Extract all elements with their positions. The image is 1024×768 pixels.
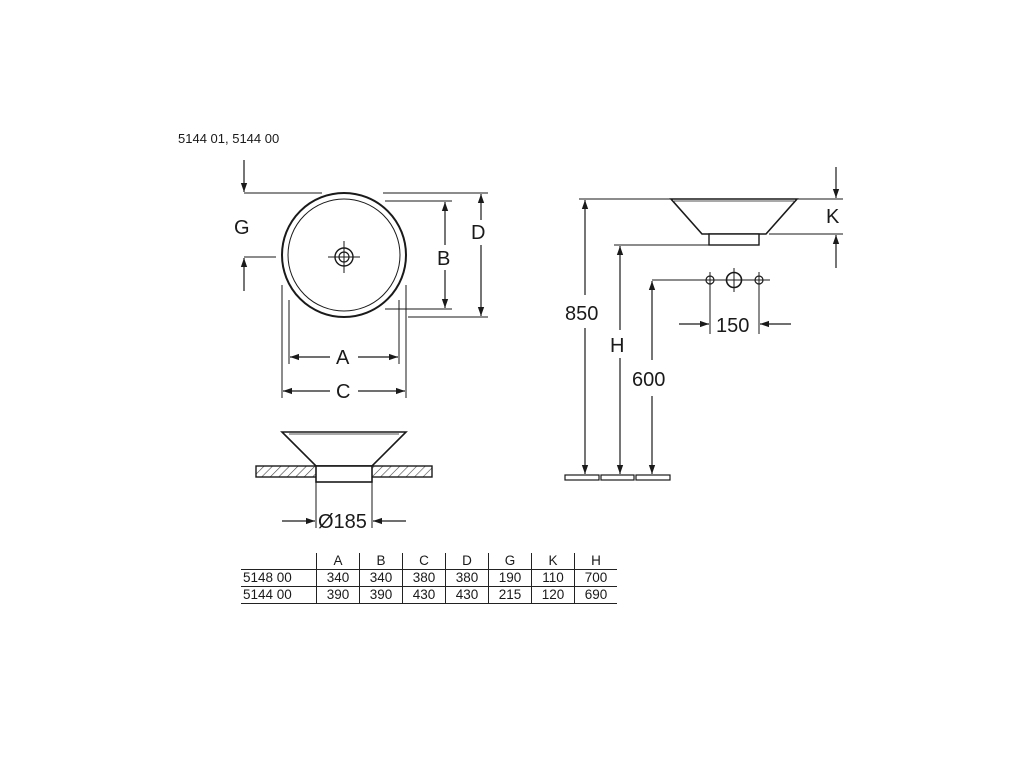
table-header-row: A B C D G K H xyxy=(241,553,617,570)
table-header-cell: G xyxy=(488,553,532,570)
label-g: G xyxy=(234,217,250,239)
side-bowl xyxy=(669,198,799,235)
label-d: D xyxy=(471,222,485,244)
basin-outer-rim xyxy=(281,192,407,318)
side-foot xyxy=(708,233,760,246)
table-row: 5148 00 340 340 380 380 190 110 700 xyxy=(241,569,617,587)
table-cell: 690 xyxy=(574,586,617,604)
drain-foot xyxy=(315,465,373,483)
table-model-cell: 5148 00 xyxy=(241,569,317,587)
table-cell: 340 xyxy=(316,569,360,587)
table-header-cell: D xyxy=(445,553,489,570)
label-150: 150 xyxy=(716,315,749,337)
table-header-cell: A xyxy=(316,553,360,570)
table-cell: 215 xyxy=(488,586,532,604)
table-cell: 700 xyxy=(574,569,617,587)
table-cell: 430 xyxy=(402,586,446,604)
model-codes-heading: 5144 01, 5144 00 xyxy=(178,131,279,146)
table-row: 5144 00 390 390 430 430 215 120 690 xyxy=(241,586,617,604)
label-k: K xyxy=(826,206,840,228)
label-h: H xyxy=(610,335,624,357)
label-850: 850 xyxy=(565,303,598,325)
basin-inner-rim xyxy=(287,198,401,312)
section-view xyxy=(255,431,433,528)
table-cell: 380 xyxy=(445,569,489,587)
table-cell: 340 xyxy=(359,569,403,587)
side-view xyxy=(564,167,843,481)
table-cell: 190 xyxy=(488,569,532,587)
dimensions-table: A B C D G K H 5148 00 340 340 380 380 19… xyxy=(241,553,617,604)
table-cell: 430 xyxy=(445,586,489,604)
table-model-cell: 5144 00 xyxy=(241,586,317,604)
basin-bowl-outer xyxy=(280,431,408,467)
top-view xyxy=(240,160,488,398)
table-cell: 390 xyxy=(359,586,403,604)
label-b: B xyxy=(437,248,450,270)
table-cell: 110 xyxy=(531,569,575,587)
label-a: A xyxy=(336,347,350,369)
table-header-cell: H xyxy=(574,553,617,570)
label-drain-diameter: Ø185 xyxy=(318,511,367,533)
table-cell: 120 xyxy=(531,586,575,604)
floor-plate-1 xyxy=(564,474,600,481)
table-header-cell: B xyxy=(359,553,403,570)
label-c: C xyxy=(336,381,350,403)
floor-plate-3 xyxy=(635,474,671,481)
table-cell: 390 xyxy=(316,586,360,604)
label-600: 600 xyxy=(632,369,665,391)
table-cell: 380 xyxy=(402,569,446,587)
floor-plate-2 xyxy=(600,474,635,481)
table-header-cell: K xyxy=(531,553,575,570)
table-header-model xyxy=(241,553,317,570)
table-header-cell: C xyxy=(402,553,446,570)
